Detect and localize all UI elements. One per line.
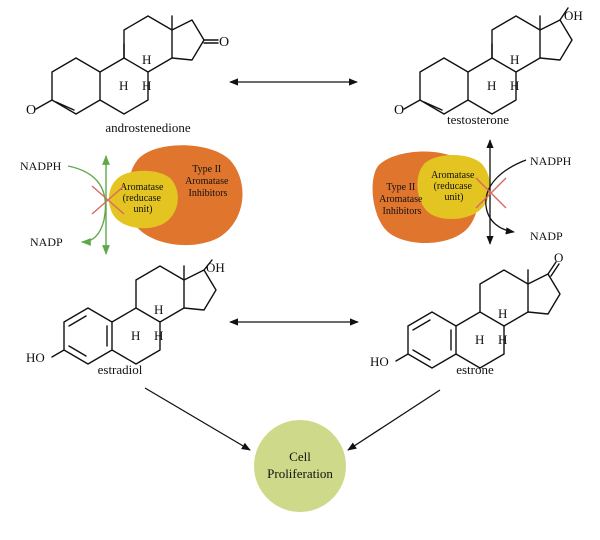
cofactor-arc-right bbox=[485, 159, 527, 235]
inhibitor-line: Inhibitors bbox=[189, 188, 228, 199]
estradiol-to-proliferation-arrow bbox=[144, 387, 251, 451]
svg-text:Aromatase (reducase: Aromatase (reducase unit) bbox=[120, 182, 166, 215]
aromatase-reducase-unit-blob bbox=[417, 155, 491, 219]
cofactor-arc-left bbox=[67, 165, 107, 246]
hydroxyl-label: HO bbox=[26, 350, 45, 365]
hydroxyl-label: HO bbox=[370, 354, 389, 369]
unit-line: (reducase bbox=[434, 181, 473, 192]
unit-line: Aromatase bbox=[120, 182, 164, 193]
ketone-oxygen-label: O bbox=[219, 35, 229, 50]
stereo-h-label: H bbox=[510, 52, 519, 67]
stereo-h-label: H bbox=[131, 328, 140, 343]
nadp-label-left: NADP bbox=[30, 235, 63, 249]
nadph-label-right: NADPH bbox=[530, 154, 572, 168]
unit-line: unit) bbox=[445, 192, 464, 203]
nadph-label-left: NADPH bbox=[20, 159, 62, 173]
hydroxyl-label: OH bbox=[564, 8, 583, 23]
stereo-h-label: H bbox=[142, 52, 151, 67]
androstenedione-label: androstenedione bbox=[105, 120, 190, 135]
svg-text:Type II Aromatase: Type II Aromatase Inhibitors bbox=[185, 164, 231, 199]
hydroxyl-label: OH bbox=[206, 260, 225, 275]
aromatase-reducase-unit-blob bbox=[108, 170, 178, 229]
cell-proliferation-node: Cell Proliferation bbox=[254, 420, 346, 512]
stereo-h-label: H bbox=[142, 78, 151, 93]
stereo-h-label: H bbox=[498, 306, 507, 321]
molecule-androstenedione: O O H H H bbox=[26, 15, 229, 118]
inhibitor-line: Aromatase bbox=[379, 194, 423, 205]
estrone-label: estrone bbox=[456, 362, 494, 377]
inhibitor-line: Type II bbox=[192, 164, 221, 175]
stereo-h-label: H bbox=[487, 78, 496, 93]
aromatase-complex-right: Type II Aromatase Inhibitors Aromatase (… bbox=[372, 151, 491, 243]
svg-text:Type II Aromatase: Type II Aromatase Inhibitors bbox=[379, 182, 425, 217]
ketone-oxygen-label: O bbox=[554, 250, 563, 265]
ring-oxygen-label: O bbox=[394, 103, 404, 118]
block-x-right bbox=[475, 177, 507, 209]
cell-proliferation-line1: Cell bbox=[289, 449, 311, 464]
inhibitor-line: Aromatase bbox=[185, 176, 229, 187]
inhibitor-line: Inhibitors bbox=[383, 206, 422, 217]
stereo-h-label: H bbox=[510, 78, 519, 93]
inhibitor-line: Type II bbox=[386, 182, 415, 193]
unit-line: (reducase bbox=[123, 193, 162, 204]
testosterone-label: testosterone bbox=[447, 112, 509, 127]
cell-proliferation-line2: Proliferation bbox=[267, 466, 333, 481]
stereo-h-label: H bbox=[119, 78, 128, 93]
molecule-estradiol: HO OH H H H bbox=[26, 259, 225, 365]
nadp-label-right: NADP bbox=[530, 229, 563, 243]
aromatase-complex-left: Type II Aromatase Inhibitors Aromatase (… bbox=[108, 145, 243, 246]
block-x-left bbox=[91, 185, 125, 215]
stereo-h-label: H bbox=[154, 302, 163, 317]
stereo-h-label: H bbox=[475, 332, 484, 347]
stereo-h-label: H bbox=[154, 328, 163, 343]
estrone-to-proliferation-arrow bbox=[347, 389, 441, 451]
cell-proliferation-circle bbox=[254, 420, 346, 512]
molecule-testosterone: O OH H H H bbox=[394, 7, 583, 118]
stereo-h-label: H bbox=[498, 332, 507, 347]
ring-oxygen-label: O bbox=[26, 103, 36, 118]
svg-text:Aromatase (reducase: Aromatase (reducase unit) bbox=[431, 170, 477, 203]
molecule-estrone: HO O H H H bbox=[370, 250, 563, 369]
unit-line: unit) bbox=[134, 204, 153, 215]
unit-line: Aromatase bbox=[431, 170, 475, 181]
estradiol-label: estradiol bbox=[98, 362, 143, 377]
